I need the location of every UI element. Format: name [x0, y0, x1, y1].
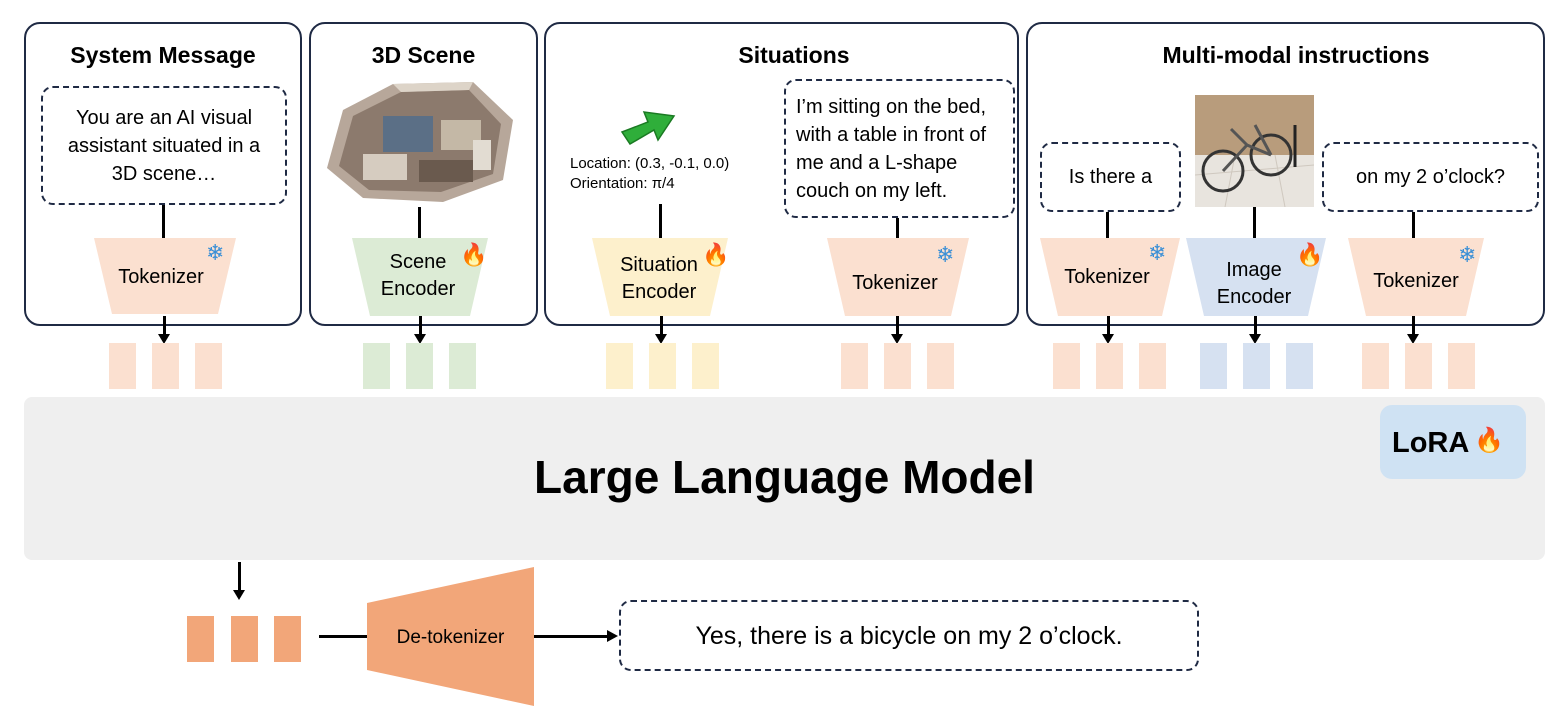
connector-line — [1106, 212, 1109, 239]
orientation-text: Orientation: π/4 — [570, 175, 675, 192]
image-encoder-shape — [1186, 238, 1326, 316]
llm-block — [24, 397, 1545, 560]
location-text: Location: (0.3, -0.1, 0.0) — [570, 155, 730, 172]
down-arrow-head — [891, 334, 903, 344]
down-arrow — [660, 316, 663, 338]
system-message-prompt: You are an AI visual assistant situated … — [41, 86, 287, 205]
image-encoder-label: Image Encoder — [1216, 259, 1292, 308]
answer-box: Yes, there is a bicycle on my 2 o’clock. — [619, 600, 1199, 671]
token — [649, 343, 676, 389]
connector-line — [659, 204, 662, 240]
tokenizer-shape — [1348, 238, 1484, 316]
down-arrow-head — [414, 334, 426, 344]
token — [927, 343, 954, 389]
token — [195, 343, 222, 389]
connector-line — [418, 207, 421, 239]
connector-line — [534, 635, 610, 638]
down-arrow — [1107, 316, 1110, 338]
down-arrow-head — [1102, 334, 1114, 344]
token — [363, 343, 390, 389]
down-arrow-head — [158, 334, 170, 344]
down-arrow — [163, 316, 166, 338]
token — [1053, 343, 1080, 389]
connector-line — [896, 218, 899, 239]
connector-line — [162, 205, 165, 239]
lora-badge — [1380, 405, 1526, 479]
tokenizer-label: Tokenizer — [1064, 266, 1150, 288]
output-token — [187, 616, 214, 662]
connector-line — [319, 635, 369, 638]
llm-title: Large Language Model — [534, 451, 1035, 503]
token — [841, 343, 868, 389]
tokenizer-shape — [1040, 238, 1180, 316]
instruction-text-2: on my 2 o’clock? — [1322, 142, 1539, 212]
snowflake-icon: ❄ — [1458, 242, 1477, 267]
token — [606, 343, 633, 389]
token — [884, 343, 911, 389]
connector-line — [1412, 212, 1415, 239]
token — [1139, 343, 1166, 389]
tokenizer-shape — [94, 238, 236, 314]
situation-description: I’m sitting on the bed, with a table in … — [784, 79, 1015, 218]
token — [449, 343, 476, 389]
snowflake-icon: ❄ — [936, 242, 955, 267]
token — [1448, 343, 1475, 389]
down-arrow-head — [655, 334, 667, 344]
fire-icon: 🔥 — [1474, 427, 1504, 454]
token — [1405, 343, 1432, 389]
fire-icon: 🔥 — [702, 242, 730, 267]
lora-label: LoRA — [1392, 427, 1470, 459]
token — [406, 343, 433, 389]
scene-title: 3D Scene — [371, 42, 476, 68]
token — [152, 343, 179, 389]
down-arrow — [419, 316, 422, 338]
fire-icon: 🔥 — [1296, 242, 1324, 267]
snowflake-icon: ❄ — [1148, 240, 1167, 265]
tokenizer-label: Tokenizer — [852, 272, 938, 294]
token — [1362, 343, 1389, 389]
token — [1096, 343, 1123, 389]
scene-encoder-label: Scene Encoder — [380, 251, 456, 300]
fire-icon: 🔥 — [460, 242, 488, 267]
tokenizer-label: Tokenizer — [1373, 270, 1459, 292]
down-arrow — [238, 562, 241, 592]
output-token — [274, 616, 301, 662]
token — [1200, 343, 1227, 389]
instructions-title: Multi-modal instructions — [1162, 42, 1430, 68]
orientation-arrow-icon — [620, 111, 676, 146]
right-arrow-head — [607, 630, 618, 642]
token — [692, 343, 719, 389]
output-token — [231, 616, 258, 662]
down-arrow — [1412, 316, 1415, 338]
snowflake-icon: ❄ — [206, 240, 225, 265]
bicycle-image — [1195, 95, 1314, 207]
detokenizer-label: De-tokenizer — [396, 627, 505, 648]
situations-title: Situations — [738, 42, 850, 68]
token — [1243, 343, 1270, 389]
down-arrow — [1254, 316, 1257, 338]
detokenizer-shape — [367, 567, 534, 706]
down-arrow — [896, 316, 899, 338]
down-arrow-head — [1249, 334, 1261, 344]
instruction-text-1: Is there a — [1040, 142, 1181, 212]
connector-line — [1253, 207, 1256, 239]
down-arrow-head — [1407, 334, 1419, 344]
scene-3d-image — [327, 82, 513, 202]
tokenizer-shape — [827, 238, 969, 316]
scene-encoder-shape — [352, 238, 488, 316]
system-message-title: System Message — [70, 42, 256, 68]
down-arrow-head — [233, 590, 245, 600]
situation-encoder-label: Situation Encoder — [620, 254, 698, 303]
token — [1286, 343, 1313, 389]
token — [109, 343, 136, 389]
situation-encoder-shape — [592, 238, 728, 316]
tokenizer-label: Tokenizer — [118, 266, 204, 288]
